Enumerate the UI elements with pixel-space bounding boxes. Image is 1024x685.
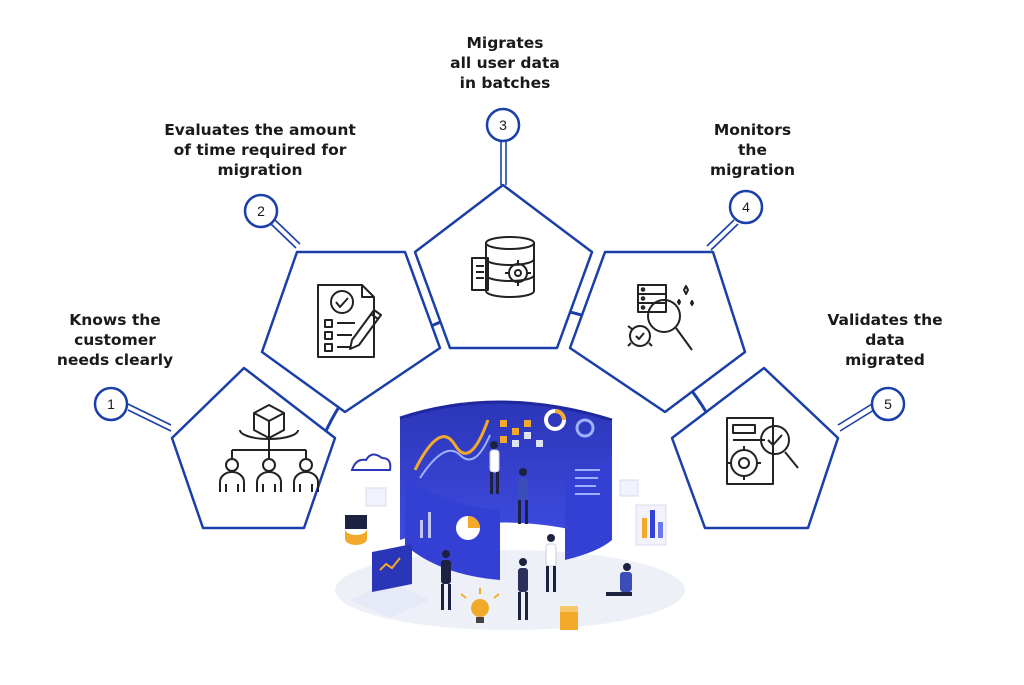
step-5-pentagon	[670, 366, 840, 530]
step-4-number-circle	[728, 189, 764, 225]
server-magnifier-gear-icon	[627, 284, 694, 351]
step-1-label-line-2: customer	[74, 331, 156, 349]
checklist-clipboard-pen-icon	[317, 284, 382, 358]
step-1-number-circle	[93, 386, 129, 422]
step-5-label-line-3: migrated	[845, 351, 925, 369]
step-4-pentagon	[568, 250, 747, 414]
step-1-label-line-3: needs clearly	[56, 351, 174, 369]
step-2-number-circle	[243, 193, 279, 229]
step-2-label-line-1: Evaluates the amount	[164, 121, 356, 139]
step-4-label-line-3: migration	[709, 161, 796, 179]
step-5-label-line-2: data	[865, 331, 905, 349]
step-5-label: Validates the data migrated	[815, 310, 955, 370]
step-4-number: 4	[742, 199, 750, 215]
step-3-number: 3	[499, 117, 507, 133]
step-5-number: 5	[884, 396, 892, 412]
step-4-connector	[706, 219, 739, 251]
step-5-label-line-1: Validates the	[827, 311, 943, 329]
step-3-pentagon	[413, 183, 594, 350]
step-2-label: Evaluates the amount of time required fo…	[155, 120, 365, 180]
database-documents-gear-icon	[471, 236, 535, 298]
step-3-label-line-1: Migrates	[466, 34, 544, 52]
team-hierarchy-cube-icon	[219, 404, 319, 492]
step-5-number-circle	[870, 386, 906, 422]
step-3-label-line-2: all user data	[450, 54, 560, 72]
step-1-number: 1	[107, 396, 115, 412]
document-gear-magnifier-check-icon	[726, 417, 799, 485]
data-center-team-icon	[335, 400, 685, 630]
step-4-label-line-2: the	[738, 141, 767, 159]
step-1-connector	[127, 403, 172, 432]
step-3-label: Migrates all user data in batches	[430, 33, 580, 93]
step-2-label-line-3: migration	[217, 161, 303, 179]
step-2-label-line-2: of time required for	[173, 141, 347, 159]
step-4-label-line-1: Monitors	[713, 121, 792, 139]
step-2-connector	[270, 219, 301, 249]
step-1-label: Knows the customer needs clearly	[55, 310, 175, 370]
step-2-number: 2	[257, 203, 265, 219]
step-1-label-line-1: Knows the	[69, 311, 161, 329]
step-3-number-circle	[485, 107, 521, 143]
step-1-pentagon	[170, 366, 337, 530]
step-2-pentagon	[260, 250, 442, 414]
step-4-label: Monitors the migration	[690, 120, 815, 180]
step-3-label-line-3: in batches	[459, 74, 551, 92]
step-5-connector	[837, 403, 875, 432]
step-3-connector	[500, 141, 507, 185]
